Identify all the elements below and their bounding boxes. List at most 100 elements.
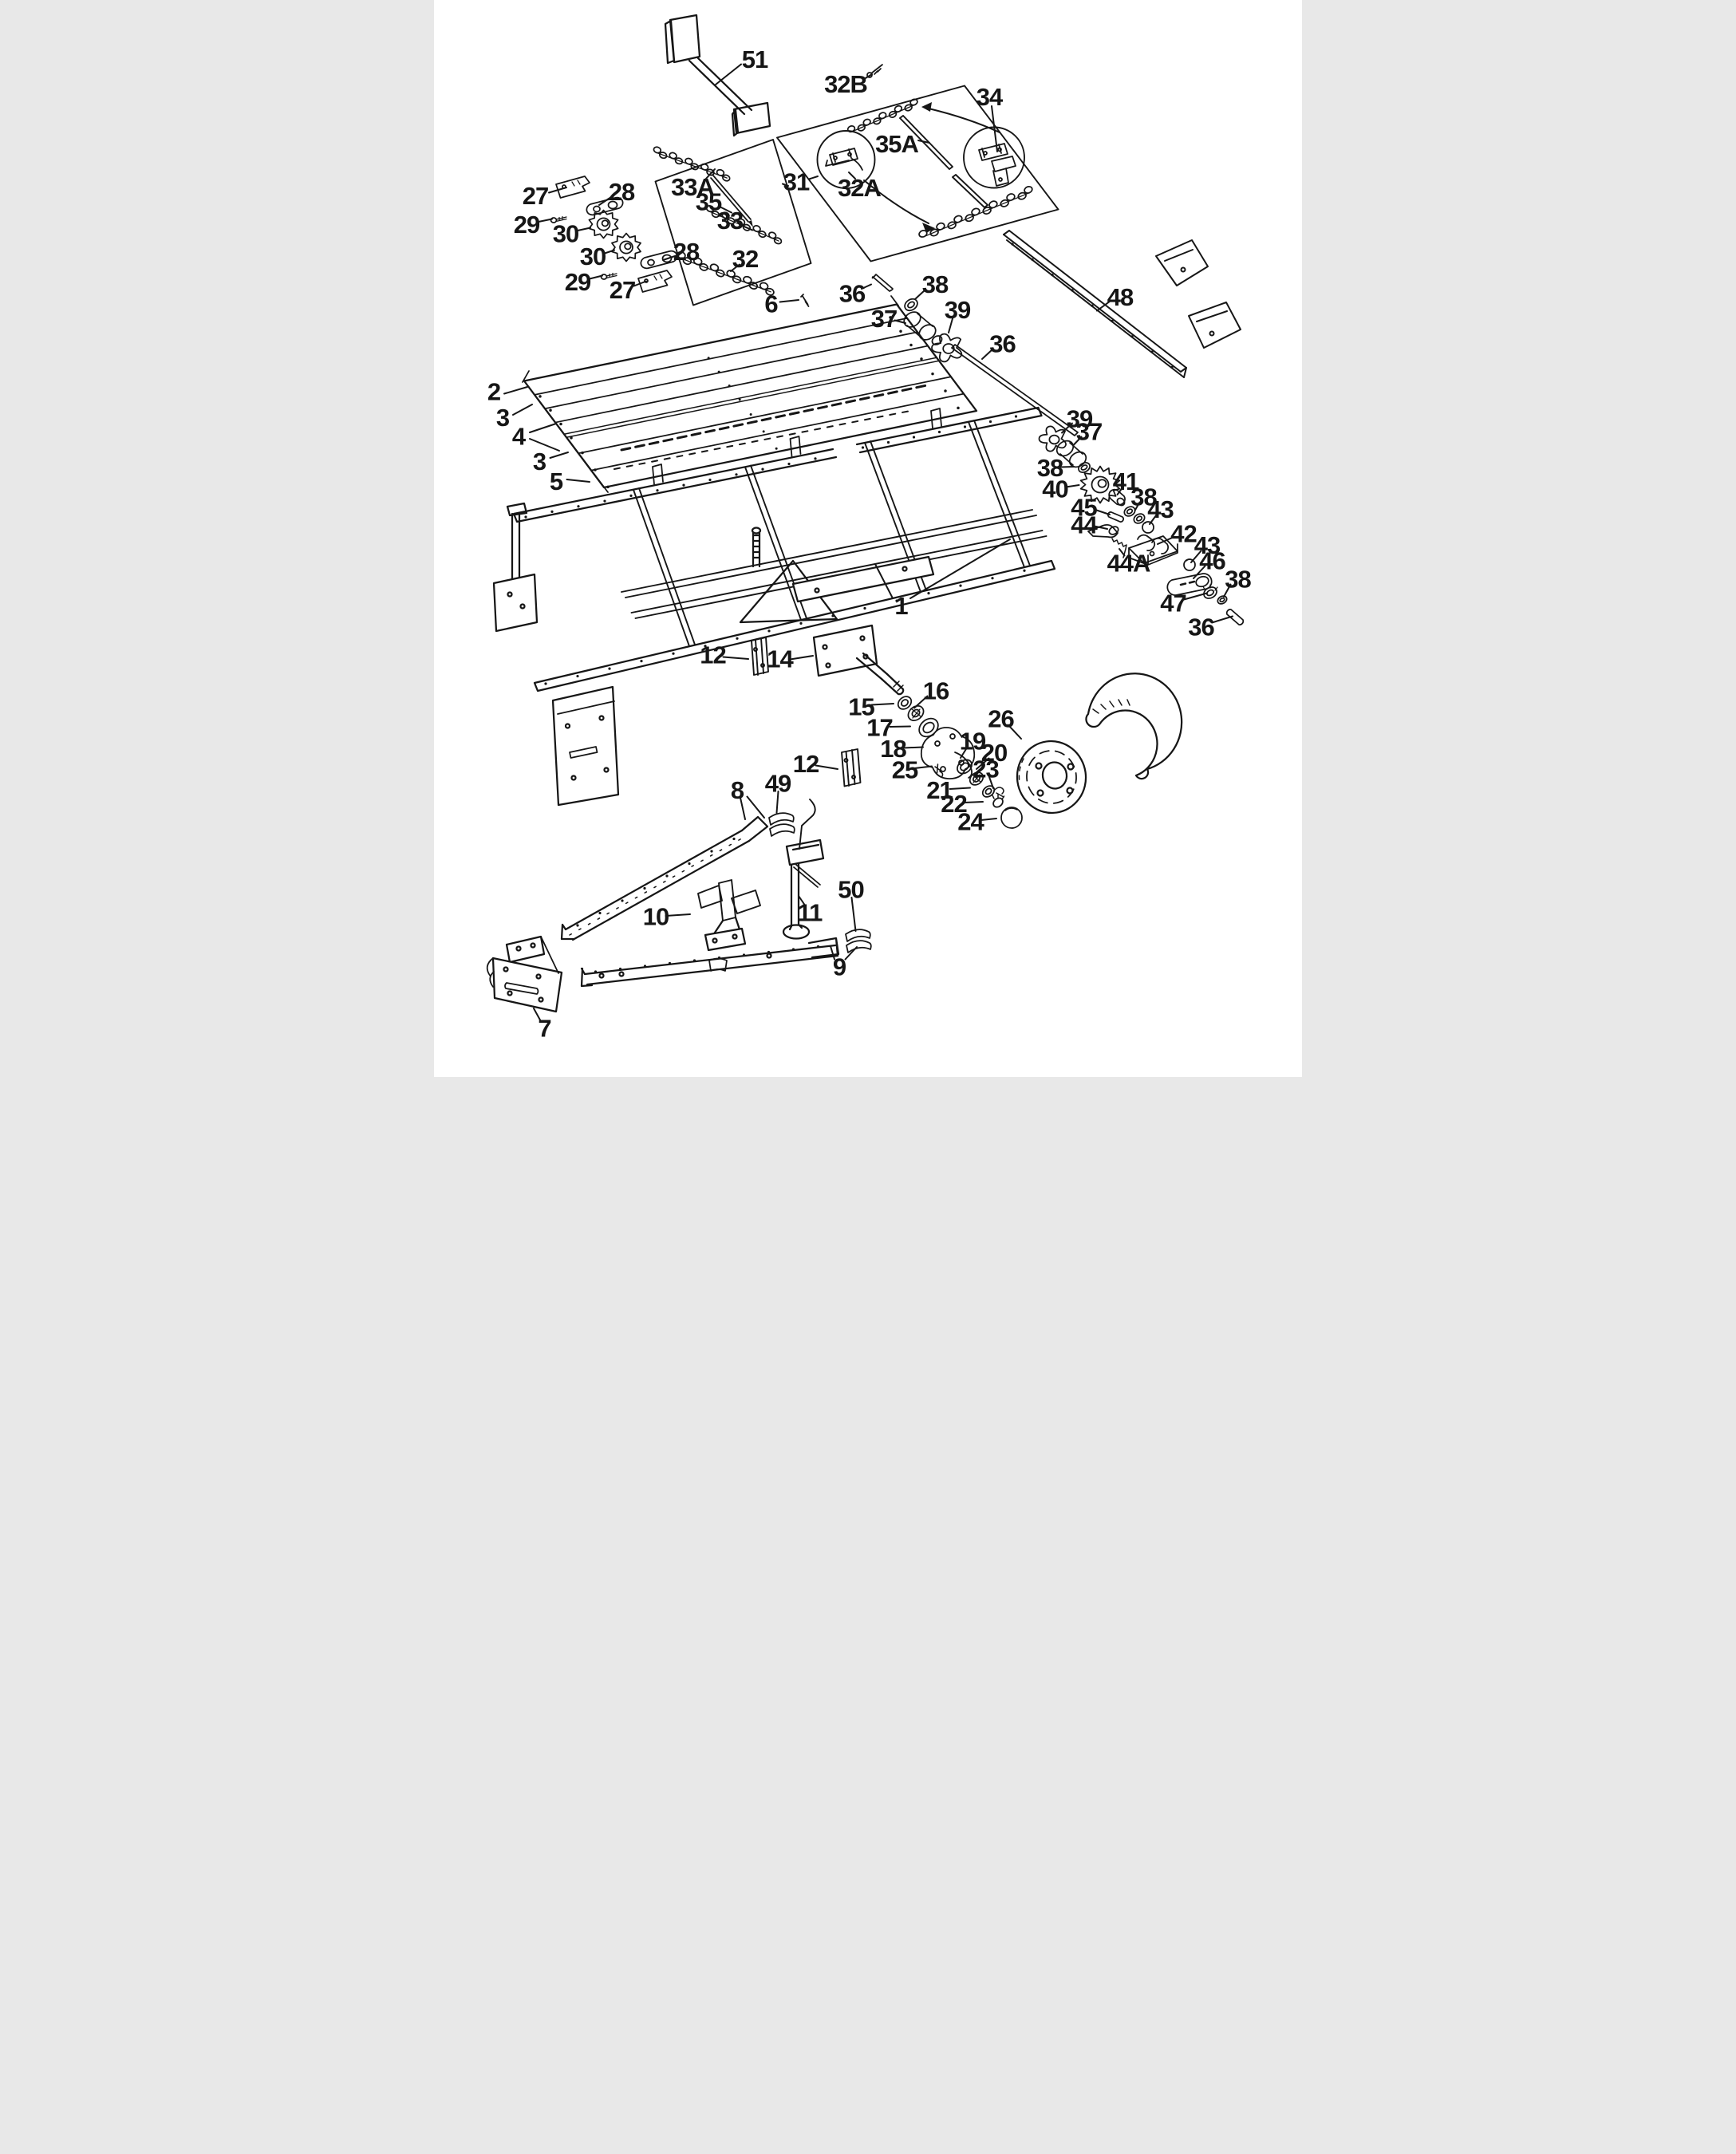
leader-line [739,223,753,231]
axle-assembly [812,624,905,696]
leader-line [704,168,716,180]
leader-line [1061,422,1073,434]
bolt [600,272,617,280]
leader-line [1134,501,1141,511]
part-label-17: 17 [866,714,892,742]
leader-line [746,795,765,819]
part-label-21: 21 [926,776,953,804]
exploded-parts-diagram: 5132B3435A3132A33A2728352930333028322927… [434,0,1302,1077]
leader-line [870,703,894,706]
part-label-37: 37 [871,305,897,333]
leader-line [1183,592,1208,601]
leader-line [775,791,779,814]
part-label-36: 36 [989,330,1016,358]
part-label-8: 8 [731,776,744,804]
part-label-36: 36 [839,280,866,308]
part-label-22: 22 [941,790,966,818]
part-label-14: 14 [767,645,794,673]
sprocket [588,209,619,239]
tongue-assembly [486,799,872,1013]
part-label-32a: 32A [838,174,881,202]
motif-layer [524,98,1174,973]
part-label-10: 10 [643,903,669,931]
leader-line [529,423,557,433]
ratchet-arm [555,176,590,199]
leader-line [991,105,998,152]
leader-line [1065,484,1080,488]
leader-line [1193,565,1206,579]
leader-line [848,172,856,180]
leader-line [798,895,807,907]
leader-line [949,787,971,790]
leader-line [830,945,835,961]
rivet-dots [524,243,1174,973]
part-label-43: 43 [1194,531,1221,559]
leader-line [1157,536,1174,545]
part-label-44a: 44A [1107,550,1150,578]
part-label-32: 32 [732,245,758,273]
part-label-39: 39 [1067,405,1093,433]
part-label-51: 51 [742,45,768,73]
leader-line [1093,508,1111,515]
drive-rod [951,344,1079,436]
nail-pin [800,294,810,307]
leader-line [1116,486,1124,495]
leader-line [976,757,990,770]
part-label-36: 36 [1188,613,1214,641]
part-label-43: 43 [1147,495,1174,523]
part-label-25: 25 [892,756,918,784]
part-label-45: 45 [1071,494,1097,522]
nut [1078,462,1091,473]
part-label-24: 24 [957,808,984,836]
roller-chain [918,185,1033,238]
part-label-37: 37 [1076,418,1102,446]
drive-pin [871,274,894,292]
leader-line [730,263,740,272]
spider-coupling [1038,425,1067,452]
part-label-12: 12 [700,641,725,669]
part-label-41: 41 [1113,467,1139,495]
part-label-9: 9 [833,953,846,981]
leader-line [1190,550,1202,563]
detail-circle-34 [963,126,1025,189]
hub-parts [897,696,1023,829]
leader-line [960,746,969,759]
leader-line [988,775,994,789]
leader-line [1096,300,1111,312]
sprocket [1079,465,1121,504]
spider-coupling [931,333,963,363]
part-label-26: 26 [988,705,1014,733]
drive-bearing [903,311,943,345]
leader-line [917,140,930,144]
leader-line [512,404,533,416]
leader-line [1007,724,1022,740]
leader-line [598,196,612,206]
apron-rod [899,115,988,208]
detail-circle-32a [816,130,876,189]
chain-assembly-box [654,85,1059,306]
floor-panels [522,295,978,493]
leader-line [913,765,933,769]
leader-line [1072,436,1083,447]
leader-line [662,254,677,261]
leader-line [894,319,906,324]
part-label-34: 34 [977,83,1004,111]
part-label-28: 28 [673,238,700,266]
part-label-46: 46 [1199,547,1225,575]
roller-chain [705,205,783,245]
part-label-38: 38 [1225,566,1251,594]
part-label-1: 1 [894,592,908,620]
leader-line [533,1008,541,1021]
bearing [1055,440,1087,468]
bed-frame [492,406,1056,807]
leader-line [913,695,929,709]
drive-washer [904,298,918,312]
leader-line [1093,525,1108,530]
part-label-3: 3 [496,404,510,432]
leader-line [1223,583,1232,598]
leader-line [789,655,814,661]
leader-line [589,274,603,280]
part-label-27: 27 [523,182,548,210]
cross-shaft [664,14,771,137]
